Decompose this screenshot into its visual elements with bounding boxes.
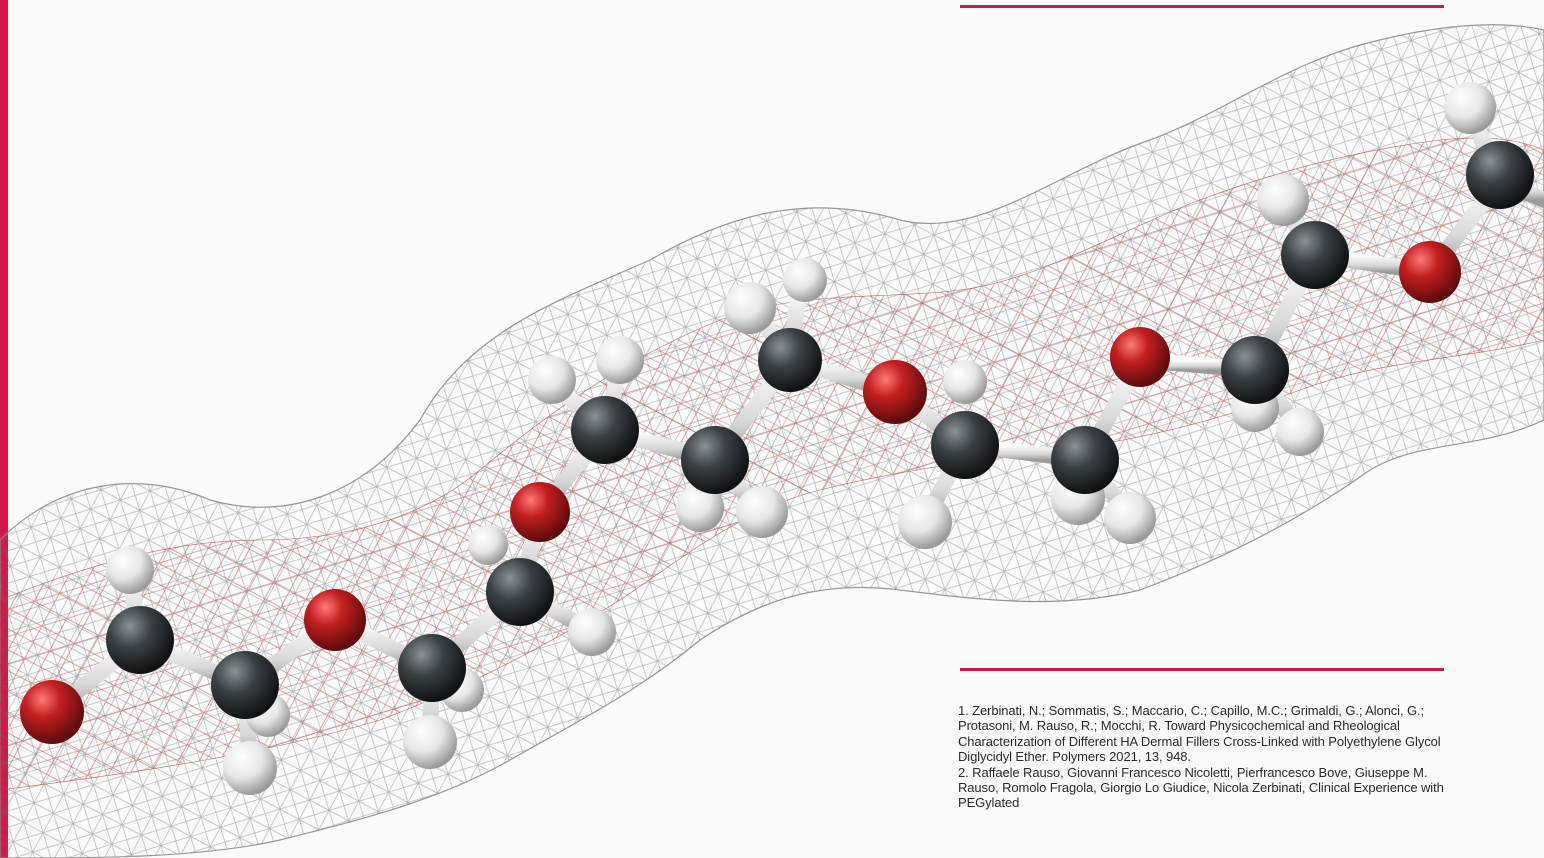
atoms <box>20 82 1534 795</box>
references-block: 1. Zerbinati, N.; Sommatis, S.; Maccario… <box>958 703 1458 811</box>
accent-edge-bar <box>0 0 8 858</box>
references-divider-rule <box>960 668 1444 671</box>
top-divider-rule <box>960 5 1444 8</box>
reference-item-2: 2. Raffaele Rauso, Giovanni Francesco Ni… <box>958 764 1444 811</box>
reference-item-1: 1. Zerbinati, N.; Sommatis, S.; Maccario… <box>958 703 1441 765</box>
